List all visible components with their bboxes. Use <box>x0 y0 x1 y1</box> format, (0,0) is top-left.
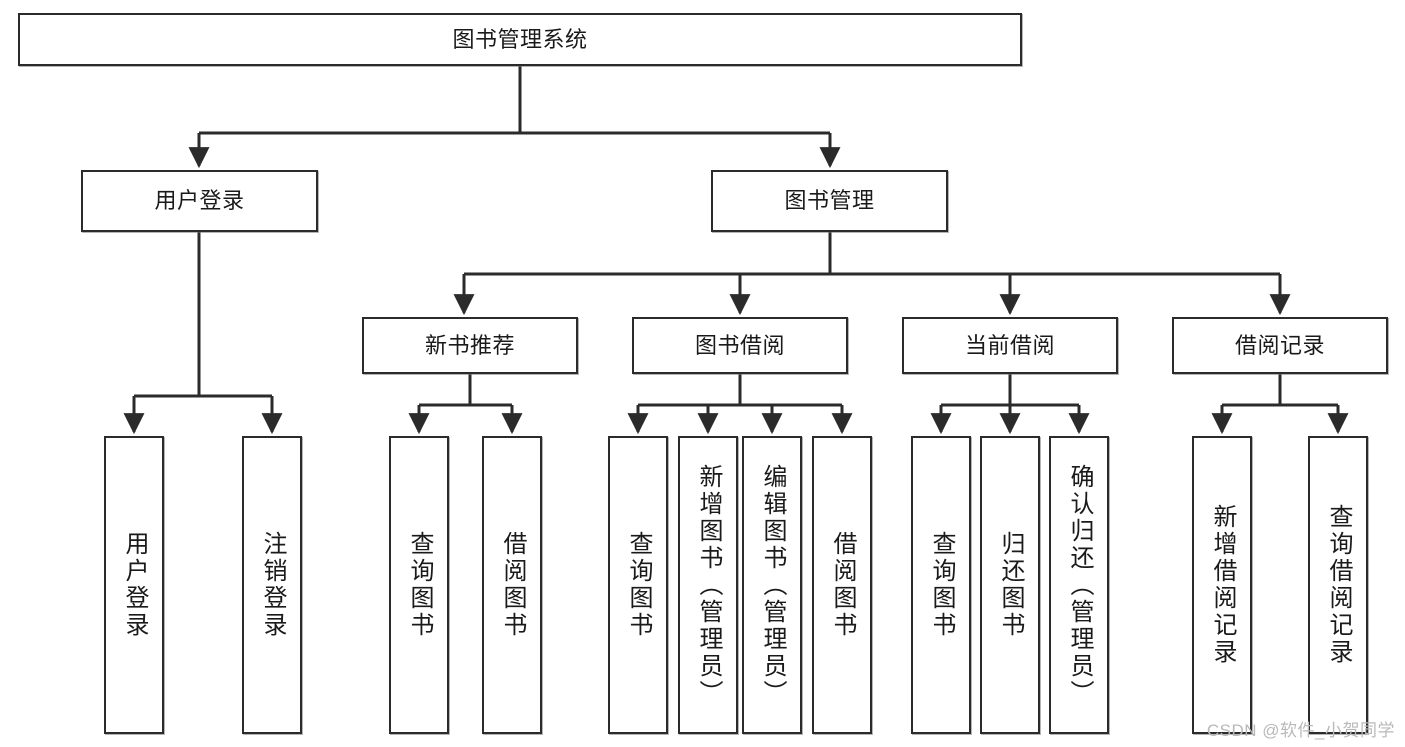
leaf-logout[interactable]: 注销登录 <box>242 436 302 734</box>
leaf-borrow-book-2-label: 借阅图书 <box>829 531 856 639</box>
leaf-query-record[interactable]: 查询借阅记录 <box>1308 436 1368 734</box>
node-book-borrow[interactable]: 图书借阅 <box>632 317 848 374</box>
node-book-manage-label: 图书管理 <box>784 188 875 214</box>
leaf-edit-book[interactable]: 编辑图书（管理员） <box>742 436 802 734</box>
leaf-query-book-3-label: 查询图书 <box>928 531 955 639</box>
watermark: CSDN @软件_小贺同学 <box>1206 721 1395 740</box>
leaf-query-book-3[interactable]: 查询图书 <box>911 436 971 734</box>
node-root-label: 图书管理系统 <box>452 26 588 52</box>
leaf-query-book-2[interactable]: 查询图书 <box>608 436 668 734</box>
leaf-return-book[interactable]: 归还图书 <box>980 436 1040 734</box>
node-root[interactable]: 图书管理系统 <box>18 13 1022 66</box>
leaf-query-book-2-label: 查询图书 <box>625 531 652 639</box>
node-current-borrow[interactable]: 当前借阅 <box>902 317 1118 374</box>
node-borrow-record[interactable]: 借阅记录 <box>1172 317 1388 374</box>
leaf-confirm-return[interactable]: 确认归还（管理员） <box>1049 436 1109 734</box>
leaf-borrow-book-1-label: 借阅图书 <box>499 531 526 639</box>
node-book-borrow-label: 图书借阅 <box>694 332 785 358</box>
node-user-login[interactable]: 用户登录 <box>81 170 318 232</box>
leaf-add-record-label: 新增借阅记录 <box>1209 504 1236 666</box>
leaf-confirm-return-label: 确认归还（管理员） <box>1066 463 1093 707</box>
leaf-add-book[interactable]: 新增图书（管理员） <box>678 436 738 734</box>
node-borrow-record-label: 借阅记录 <box>1234 332 1325 358</box>
leaf-user-login[interactable]: 用户登录 <box>104 436 164 734</box>
leaf-query-book-1[interactable]: 查询图书 <box>389 436 449 734</box>
node-book-manage[interactable]: 图书管理 <box>711 170 948 232</box>
leaf-add-record[interactable]: 新增借阅记录 <box>1192 436 1252 734</box>
leaf-query-book-1-label: 查询图书 <box>406 531 433 639</box>
leaf-edit-book-label: 编辑图书（管理员） <box>759 463 786 707</box>
leaf-borrow-book-1[interactable]: 借阅图书 <box>482 436 542 734</box>
leaf-user-login-label: 用户登录 <box>121 531 148 639</box>
node-user-login-label: 用户登录 <box>154 188 245 214</box>
leaf-borrow-book-2[interactable]: 借阅图书 <box>812 436 872 734</box>
leaf-logout-label: 注销登录 <box>259 531 286 639</box>
leaf-add-book-label: 新增图书（管理员） <box>695 463 722 707</box>
node-new-book-recommend-label: 新书推荐 <box>424 332 515 358</box>
node-current-borrow-label: 当前借阅 <box>964 332 1055 358</box>
leaf-return-book-label: 归还图书 <box>997 531 1024 639</box>
leaf-query-record-label: 查询借阅记录 <box>1325 504 1352 666</box>
node-new-book-recommend[interactable]: 新书推荐 <box>362 317 578 374</box>
